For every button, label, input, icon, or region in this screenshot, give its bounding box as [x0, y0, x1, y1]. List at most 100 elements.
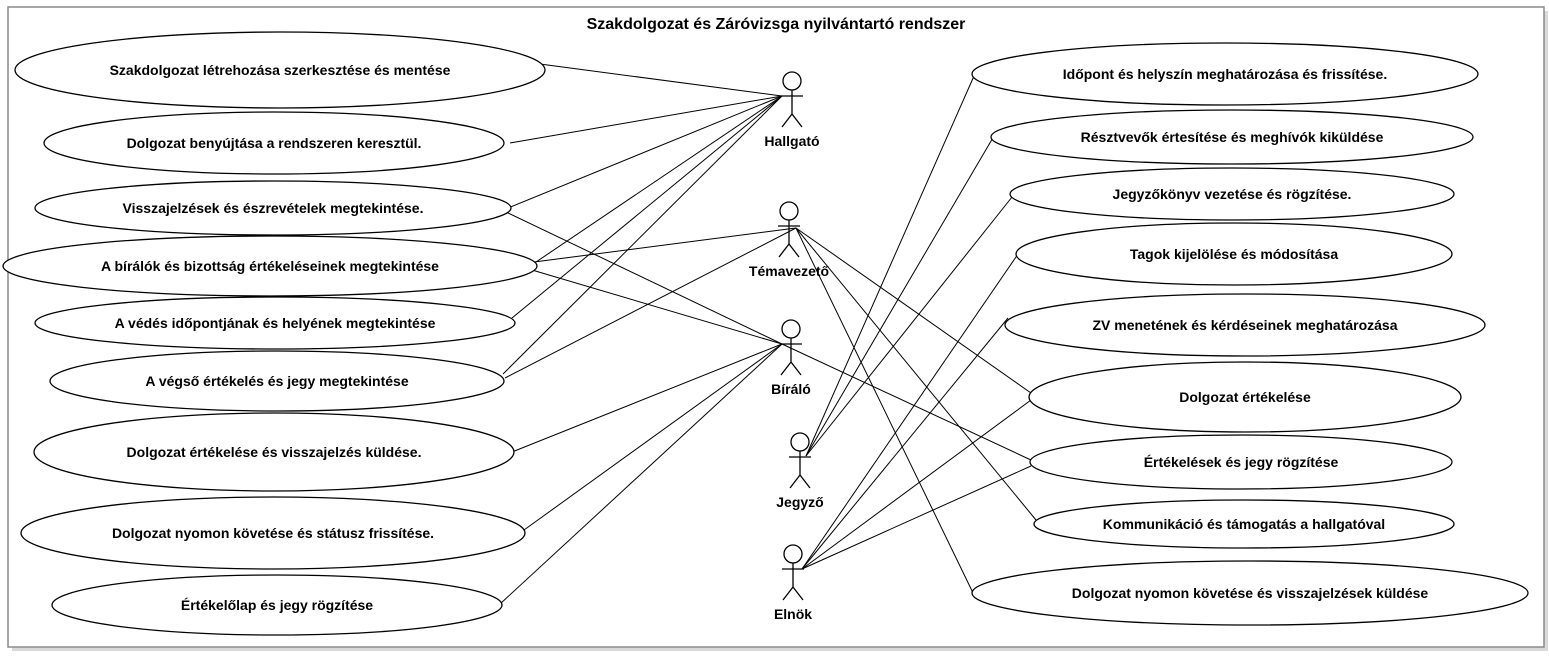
actor-head-icon	[790, 432, 810, 452]
use-cases: Szakdolgozat létrehozása szerkesztése és…	[2, 31, 1529, 636]
use-case-label: Szakdolgozat létrehozása szerkesztése és…	[110, 62, 451, 78]
use-case-ellipse	[20, 496, 526, 570]
association-elnok-uc13	[801, 253, 1019, 570]
use-case-ellipse	[1015, 222, 1453, 286]
use-case-ellipse	[49, 350, 505, 412]
use-case-label: Dolgozat benyújtása a rendszeren kereszt…	[127, 135, 422, 151]
use-case-uc1[interactable]: Szakdolgozat létrehozása szerkesztése és…	[14, 31, 546, 109]
use-case-ellipse	[1004, 293, 1486, 357]
use-case-label: Jegyzőkönyv vezetése és rögzítése.	[1113, 186, 1352, 202]
actor-head-icon	[779, 201, 799, 221]
use-case-ellipse	[971, 42, 1479, 106]
actor-head-icon	[783, 544, 803, 564]
use-case-uc3[interactable]: Visszajelzések és észrevételek megtekint…	[34, 180, 512, 236]
actor-body-icon	[789, 451, 811, 489]
actor-jegyzo[interactable]: Jegyző	[776, 432, 824, 510]
use-case-label: Dolgozat értékelése és visszajelzés küld…	[127, 444, 422, 460]
actor-body-icon	[781, 90, 803, 128]
use-case-uc18[interactable]: Dolgozat nyomon követése és visszajelzés…	[971, 560, 1529, 626]
association-hallgato-uc3	[507, 95, 783, 209]
use-case-label: Dolgozat nyomon követése és státusz fris…	[112, 525, 434, 541]
use-case-uc17[interactable]: Kommunikáció és támogatás a hallgatóval	[1033, 499, 1455, 549]
use-case-ellipse	[34, 296, 516, 350]
use-case-label: Dolgozat értékelése	[1179, 389, 1311, 405]
association-jegyzo-uc10	[805, 75, 975, 457]
association-temavezeto-uc18	[795, 227, 976, 598]
use-case-uc13[interactable]: Tagok kijelölése és módosítása	[1015, 222, 1453, 286]
association-elnok-uc16	[801, 465, 1032, 570]
use-case-ellipse	[43, 111, 505, 175]
actor-label: Jegyző	[776, 494, 823, 510]
actor-elnok[interactable]: Elnök	[774, 544, 812, 622]
use-case-ellipse	[14, 31, 546, 109]
actor-hallgato[interactable]: Hallgató	[764, 71, 820, 149]
association-biralo-uc7	[511, 343, 783, 453]
use-case-label: Időpont és helyszín meghatározása és fri…	[1063, 66, 1387, 82]
use-case-label: Dolgozat nyomon követése és visszajelzés…	[1072, 585, 1429, 601]
use-case-uc16[interactable]: Értékelések és jegy rögzítése	[1029, 434, 1453, 490]
association-hallgato-uc6	[502, 95, 783, 375]
use-case-label: Értékelőlap és jegy rögzítése	[181, 597, 373, 613]
use-case-ellipse	[1033, 499, 1455, 549]
association-biralo-uc16	[781, 343, 1032, 461]
use-case-ellipse	[2, 235, 538, 297]
actor-label: Témavezető	[749, 263, 829, 279]
use-case-uc8[interactable]: Dolgozat nyomon követése és státusz fris…	[20, 496, 526, 570]
use-case-uc15[interactable]: Dolgozat értékelése	[1028, 361, 1462, 433]
association-biralo-uc3	[505, 211, 783, 345]
use-case-ellipse	[34, 180, 512, 236]
use-case-uc10[interactable]: Időpont és helyszín meghatározása és fri…	[971, 42, 1479, 106]
use-case-uc5[interactable]: A védés időpontjának és helyének megteki…	[34, 296, 516, 350]
association-hallgato-uc2	[509, 95, 783, 144]
use-case-ellipse	[1009, 167, 1455, 221]
association-jegyzo-uc12	[805, 191, 1017, 457]
use-case-uc7[interactable]: Dolgozat értékelése és visszajelzés küld…	[33, 412, 515, 492]
actor-body-icon	[780, 338, 802, 376]
association-biralo-uc8	[523, 343, 783, 531]
use-case-ellipse	[971, 560, 1529, 626]
association-hallgato-uc1	[539, 63, 783, 97]
association-temavezeto-uc15	[795, 227, 1032, 394]
association-temavezeto-uc4	[533, 227, 797, 263]
actor-biralo[interactable]: Bíráló	[771, 319, 811, 397]
association-temavezeto-uc6	[504, 227, 797, 379]
use-case-uc6[interactable]: A végső értékelés és jegy megtekintése	[49, 350, 505, 412]
use-case-label: A védés időpontjának és helyének megteki…	[115, 315, 436, 331]
association-jegyzo-uc11	[805, 135, 995, 457]
use-case-uc14[interactable]: ZV menetének és kérdéseinek meghatározás…	[1004, 293, 1486, 357]
actor-temavezeto[interactable]: Témavezető	[749, 201, 829, 279]
use-case-ellipse	[33, 412, 515, 492]
use-case-ellipse	[990, 109, 1474, 165]
use-case-label: ZV menetének és kérdéseinek meghatározás…	[1092, 317, 1397, 333]
association-biralo-uc9	[499, 343, 783, 605]
association-hallgato-uc4	[535, 95, 783, 263]
use-case-label: Résztvevők értesítése és meghívók kiküld…	[1081, 129, 1384, 145]
use-case-uc9[interactable]: Értékelőlap és jegy rögzítése	[51, 574, 503, 636]
associations	[499, 63, 1037, 605]
use-case-ellipse	[1029, 434, 1453, 490]
actor-label: Bíráló	[771, 381, 811, 397]
association-hallgato-uc5	[511, 95, 783, 319]
use-case-uc11[interactable]: Résztvevők értesítése és meghívók kiküld…	[990, 109, 1474, 165]
use-case-label: Visszajelzések és észrevételek megtekint…	[123, 200, 424, 216]
use-case-ellipse	[51, 574, 503, 636]
actor-body-icon	[778, 220, 800, 258]
actor-head-icon	[782, 71, 802, 91]
use-case-uc12[interactable]: Jegyzőkönyv vezetése és rögzítése.	[1009, 167, 1455, 221]
actor-label: Hallgató	[764, 133, 819, 149]
use-case-uc4[interactable]: A bírálók és bizottság értékeléseinek me…	[2, 235, 538, 297]
association-biralo-uc4	[531, 269, 783, 345]
use-case-label: A végső értékelés és jegy megtekintése	[145, 373, 409, 389]
actor-body-icon	[782, 563, 804, 601]
use-case-label: Tagok kijelölése és módosítása	[1130, 246, 1338, 262]
actor-head-icon	[781, 319, 801, 339]
use-case-uc2[interactable]: Dolgozat benyújtása a rendszeren kereszt…	[43, 111, 505, 175]
use-case-label: Értékelések és jegy rögzítése	[1144, 454, 1339, 470]
use-case-ellipse	[1028, 361, 1462, 433]
use-case-label: Kommunikáció és támogatás a hallgatóval	[1103, 516, 1385, 532]
association-elnok-uc14	[801, 317, 1009, 570]
association-temavezeto-uc17	[795, 227, 1037, 521]
actor-label: Elnök	[774, 606, 812, 622]
